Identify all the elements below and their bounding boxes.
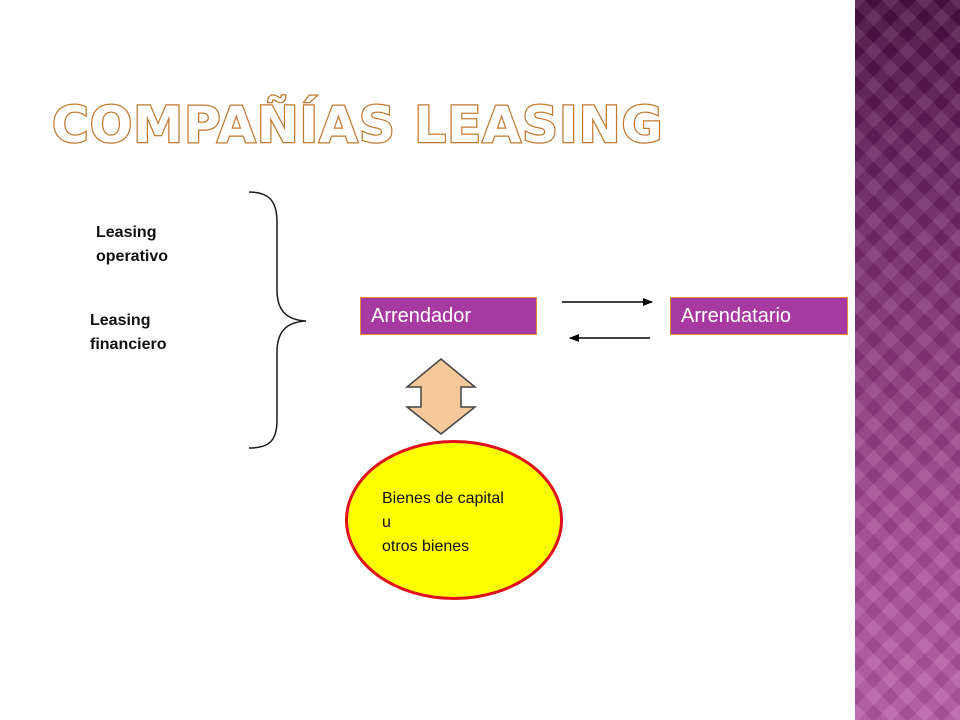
box-arrendatario: Arrendatario <box>670 297 848 335</box>
assets-ellipse <box>345 440 563 600</box>
double-headed-arrow <box>404 358 478 435</box>
page-title-text: COMPAÑÍAS LEASING <box>52 95 663 154</box>
label-leasing-financiero: Leasing financiero <box>90 312 167 353</box>
curly-brace <box>248 191 307 449</box>
page-title: COMPAÑÍAS LEASING <box>51 94 664 156</box>
box-arrendador: Arrendador <box>360 297 537 335</box>
assets-ellipse-text: Bienes de capital u otros bienes <box>382 490 504 555</box>
side-decorative-band <box>855 0 960 720</box>
label-leasing-operativo: Leasing operativo <box>96 224 169 265</box>
